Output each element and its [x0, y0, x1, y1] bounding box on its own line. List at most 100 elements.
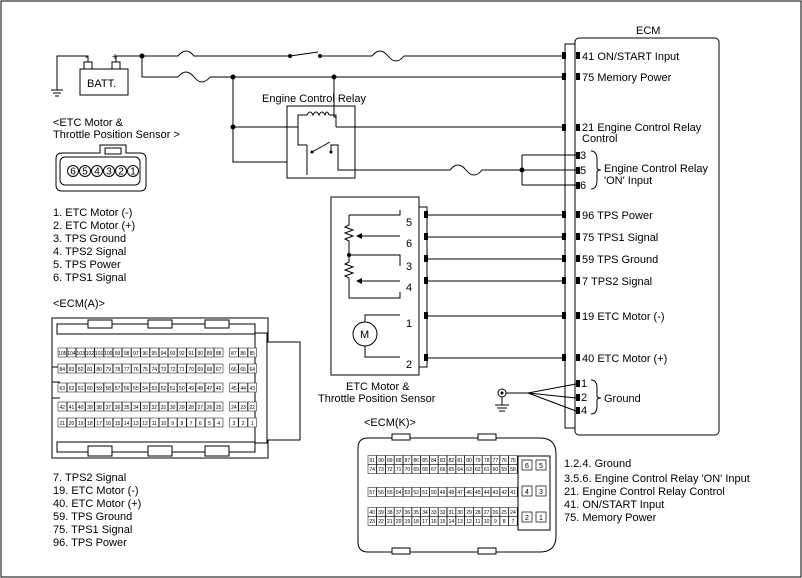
- ecm-a-pin: [247, 382, 257, 393]
- ecm-a-connector: <ECM(A)>: [51, 298, 301, 459]
- sensor-connector-pin: [79, 165, 91, 177]
- ecm-a-pin: [66, 401, 77, 412]
- ecm-k-side-pin: [521, 511, 533, 523]
- ecm-a-pin: [229, 382, 239, 393]
- ecm-a-pin: [168, 382, 178, 393]
- ecm-a-pin: [140, 363, 150, 374]
- sensor-title-line2: Throttle Position Sensor >: [53, 129, 180, 141]
- ecm-a-pin-label: 104: [67, 351, 76, 357]
- ecm-k-pin-label: 88: [396, 458, 402, 464]
- ecm-k-pin: [376, 464, 386, 474]
- ecm-a-pin: [112, 382, 123, 393]
- ecm-k-pin-label: 58: [510, 467, 516, 473]
- ecm-a-pin-label: 55: [133, 386, 139, 392]
- sensor-pin-list-3: 3. TPS Ground: [53, 233, 126, 245]
- ecm-k-pin-label: 89: [387, 458, 393, 464]
- ecm-a-pin-label: 90: [198, 351, 204, 357]
- ecm-a-pin-label: 31: [161, 405, 167, 411]
- ecm-a-pin-label: 51: [170, 386, 176, 392]
- ecm-ground-pin-1: 1: [581, 378, 587, 390]
- ecm-a-pin-label: 47: [207, 386, 213, 392]
- ecm-a-pin: [112, 417, 123, 428]
- ecm-a-pin: [57, 363, 67, 374]
- ecm-a-pin: [186, 363, 196, 374]
- sensor-pin-list-2: 2. ETC Motor (+): [53, 220, 135, 232]
- ecm-k-side-pin: [535, 485, 547, 497]
- ecm-a-pin: [238, 347, 248, 358]
- ecm-a-pin: [186, 382, 196, 393]
- ecm-a-pin: [122, 382, 132, 393]
- ecm-a-pin: [214, 382, 224, 393]
- ecm-a-pin: [247, 363, 257, 374]
- ecm-ground-pin-2: 2: [581, 392, 587, 404]
- ecm-k-pin: [420, 464, 430, 474]
- ecm-a-pin-label: 36: [115, 405, 121, 411]
- ecm-a-pin: [94, 347, 104, 358]
- ecm-k-pin: [385, 464, 395, 474]
- ecm-k-pin: [402, 487, 412, 497]
- ecm-a-pin: [66, 382, 77, 393]
- sensor-connector-pin: [67, 165, 79, 177]
- ecm-k-side-pin: [535, 459, 547, 471]
- ecm-a-pin: [103, 382, 113, 393]
- ecm-a-pin-label: 48: [198, 386, 204, 392]
- ecm-a-pin: [66, 347, 77, 358]
- motor-label: M: [360, 329, 369, 341]
- ecm-a-pin: [229, 417, 239, 428]
- ecm-k-pin-label: 44: [484, 490, 490, 496]
- ecm-a-pin: [122, 401, 132, 412]
- ecm-k-pin: [402, 464, 412, 474]
- ecm-k-pin-label: 91: [369, 458, 375, 464]
- ecm-k-pin: [429, 487, 439, 497]
- ecm-a-pin-label: 38: [96, 405, 102, 411]
- ecm-a-pin: [140, 417, 150, 428]
- ecm-k-pin-label: 70: [405, 467, 411, 473]
- ecm-pin-75-tps1-label: 75 TPS1 Signal: [582, 232, 658, 244]
- ecm-k-pin-label: 17: [422, 519, 428, 525]
- ecm-a-pin-label: 103: [77, 351, 86, 357]
- ecm-k-side-pin: [521, 459, 533, 471]
- ecm-a-pin-label: 49: [188, 386, 194, 392]
- ecm-k-pin: [482, 516, 492, 526]
- ecm-ground-label: Ground: [604, 393, 641, 405]
- ecm-a-pin: [177, 382, 187, 393]
- ecm-a-pin-list-2: 19. ETC Motor (-): [53, 485, 139, 497]
- ecm-k-pin-label: 49: [440, 490, 446, 496]
- sensor-connector-info: <ETC Motor & Throttle Position Sensor >: [53, 117, 180, 192]
- ecm-k-pin-label: 66: [440, 467, 446, 473]
- ecm-k-pin: [455, 487, 465, 497]
- ecm-a-pin-label: 41: [69, 405, 75, 411]
- ecm-a-pin-label: 34: [133, 405, 139, 411]
- ecm-a-pin-label: 17: [96, 421, 102, 427]
- ecm-a-pin-label: 62: [69, 386, 75, 392]
- battery-plus: +: [112, 52, 118, 63]
- sensor-label-bottom: ETC Motor &: [346, 381, 410, 393]
- ecm-k-pin-label: 37: [396, 510, 402, 516]
- ecm-a-pin-label: 11: [152, 421, 157, 427]
- ecm-k-pin-label: 75: [510, 458, 516, 464]
- ecm-a-pin: [131, 417, 141, 428]
- ecm-k-pin: [411, 464, 421, 474]
- ecm-k-pin-list-4: 41. ON/START Input: [564, 499, 664, 511]
- ecm-k-pin-label: 64: [457, 467, 463, 473]
- ecm-k-pin: [508, 464, 518, 474]
- ecm-k-pin-label: 20: [396, 519, 402, 525]
- ecm-a-pin: [195, 363, 205, 374]
- ecm-block: ECM: [564, 25, 720, 436]
- ecm-k-pin: [473, 516, 483, 526]
- ecm-a-pin-label: 64: [250, 367, 256, 373]
- ecm-a-pin-label: 68: [207, 367, 213, 373]
- ecm-k-pin-label: 78: [484, 458, 490, 464]
- ecm-k-pin: [499, 464, 509, 474]
- ecm-a-pin: [204, 417, 215, 428]
- ecm-relay-on-pin-5: 5: [580, 165, 586, 177]
- ecm-a-pin-label: 53: [152, 386, 158, 392]
- ecm-a-title: <ECM(A)>: [53, 298, 105, 310]
- sensor-wires: [424, 211, 562, 361]
- ecm-a-pin-label: 44: [240, 386, 246, 392]
- ecm-a-pin: [85, 417, 95, 428]
- ecm-k-pin: [464, 516, 474, 526]
- ecm-a-pin: [247, 401, 257, 412]
- ecm-a-pin-label: 30: [170, 405, 176, 411]
